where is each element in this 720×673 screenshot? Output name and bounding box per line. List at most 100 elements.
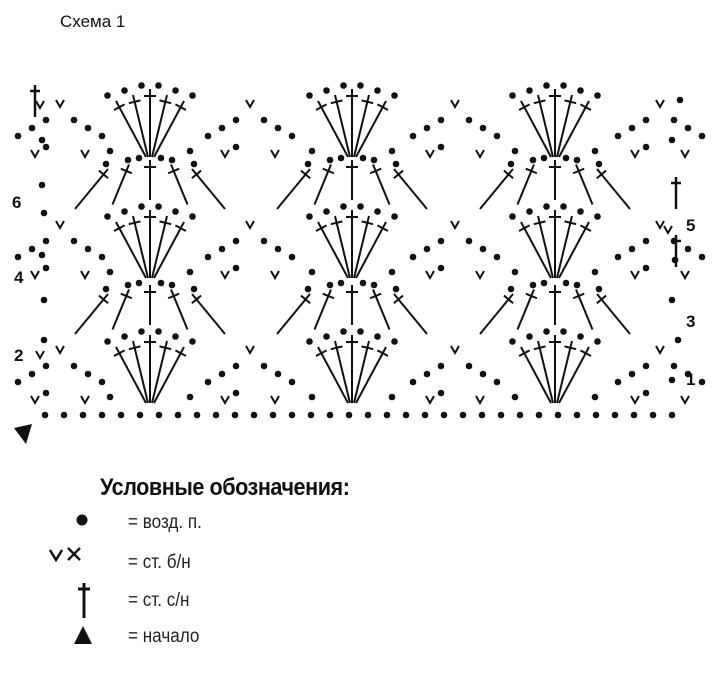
double-crochet-stitch — [353, 340, 370, 404]
chain-dot — [388, 268, 396, 276]
chain-dot — [70, 116, 78, 124]
chain-dot — [323, 208, 330, 215]
double-crochet-stitch — [115, 221, 147, 279]
single-crochet-icon — [48, 547, 81, 563]
single-crochet-mark — [55, 345, 65, 356]
single-crochet-mark — [425, 395, 435, 406]
chain-dot — [340, 82, 347, 89]
chain-dot — [359, 279, 367, 287]
chain-dot — [642, 264, 650, 272]
double-crochet-stitch — [355, 100, 387, 158]
chain-dot — [155, 411, 163, 419]
chain-dot — [306, 92, 313, 99]
chain-dot — [423, 124, 431, 132]
chain-dot — [155, 328, 162, 335]
chain-dot — [591, 147, 599, 155]
chain-dot — [232, 362, 240, 370]
chain-dot — [38, 181, 46, 189]
chain-dot — [288, 378, 296, 386]
chain-dot — [323, 333, 330, 340]
chain-dot — [40, 209, 48, 217]
chain-dot — [106, 268, 114, 276]
chain-dot — [529, 281, 537, 289]
chain-dot — [117, 411, 125, 419]
stitch-crossbar — [128, 220, 141, 226]
chain-dot — [304, 160, 312, 168]
chain-dot — [676, 96, 684, 104]
stitch-crossbar — [564, 99, 577, 105]
chain-dot — [698, 132, 706, 140]
double-crochet-stitch — [115, 346, 147, 404]
chain-dot — [391, 338, 398, 345]
chain-dot — [135, 154, 143, 162]
stitch-crossbar — [533, 220, 546, 226]
chain-dot — [562, 154, 570, 162]
double-crochet-stitch — [334, 94, 351, 158]
chain-dot — [340, 203, 347, 210]
chain-dot — [288, 132, 296, 140]
chain-dot — [402, 411, 410, 419]
chain-dot — [479, 245, 487, 253]
chain-dot — [594, 213, 601, 220]
chain-dot — [497, 411, 505, 419]
chain-dot — [308, 268, 316, 276]
double-crochet-stitch — [153, 346, 185, 404]
chain-dot — [649, 411, 657, 419]
chain-dot — [121, 333, 128, 340]
stitch-crossbar — [191, 294, 202, 304]
row-number-2: 2 — [14, 346, 24, 365]
double-crochet-stitch — [153, 221, 185, 279]
double-crochet-stitch — [556, 340, 573, 404]
stitch-crossbar — [322, 292, 335, 300]
chain-dot — [560, 328, 567, 335]
chain-dot — [591, 268, 599, 276]
double-crochet-stitch — [317, 221, 349, 279]
double-crochet-stitch — [151, 94, 168, 158]
double-crochet-stitch — [132, 94, 149, 158]
chain-dot — [172, 87, 179, 94]
chain-dot — [562, 279, 570, 287]
stitch-crossbar — [167, 292, 180, 300]
chain-dot — [155, 203, 162, 210]
chain-dot — [591, 393, 599, 401]
chain-dot — [70, 362, 78, 370]
chain-dot — [437, 237, 445, 245]
chain-dot — [84, 370, 92, 378]
chain-dot — [136, 411, 144, 419]
stitch-crossbar — [322, 167, 335, 175]
stitch-crossbar — [174, 349, 187, 357]
stitch-crossbar — [503, 294, 514, 304]
double-crochet-icon — [78, 583, 90, 618]
single-crochet-mark — [80, 270, 90, 281]
stitch-crossbar — [330, 220, 343, 226]
single-crochet-mark — [220, 395, 230, 406]
single-crochet-mark — [655, 345, 665, 356]
chain-dot — [70, 237, 78, 245]
single-crochet-mark — [270, 270, 280, 281]
stitch-crossbar — [503, 169, 514, 179]
chain-dot — [186, 393, 194, 401]
stitch-crossbar — [533, 345, 546, 351]
chain-dot — [41, 411, 49, 419]
chain-dot — [260, 362, 268, 370]
chain-dot — [260, 237, 268, 245]
chain-dot — [409, 378, 417, 386]
double-crochet-stitch — [558, 100, 590, 158]
chain-dot — [668, 136, 676, 144]
chain-dot — [573, 281, 581, 289]
single-crochet-mark — [80, 149, 90, 160]
chain-dot — [595, 160, 603, 168]
chain-dot — [516, 411, 524, 419]
chain-dot — [364, 411, 372, 419]
chain-dot — [573, 411, 581, 419]
chain-dot-icon — [76, 514, 88, 526]
chain-dot — [560, 203, 567, 210]
legend-item-double-crochet: = ст. с/н — [128, 590, 190, 611]
chain-dot — [391, 92, 398, 99]
single-crochet-mark — [475, 395, 485, 406]
double-crochet-stitch — [151, 215, 168, 279]
chain-dot — [218, 124, 226, 132]
double-crochet-stitch — [276, 168, 311, 210]
chain-dot — [14, 132, 22, 140]
double-crochet-stitch — [355, 346, 387, 404]
